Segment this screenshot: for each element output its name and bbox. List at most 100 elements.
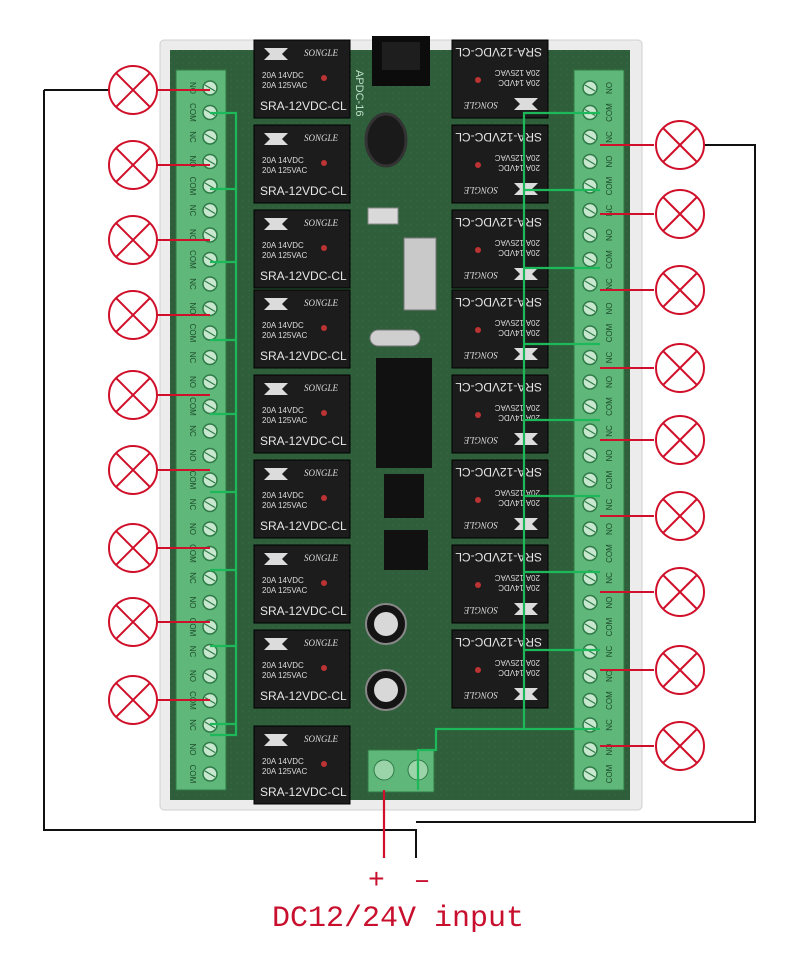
relay-brand: SONGLE <box>463 100 498 110</box>
terminal-label: COM <box>605 691 614 710</box>
relay-brand: SONGLE <box>304 133 339 143</box>
terminal-label: NO <box>605 303 614 315</box>
terminal-label: COM <box>605 103 614 122</box>
svg-text:20A 14VDC: 20A 14VDC <box>498 498 540 507</box>
terminal-label: NC <box>605 278 614 290</box>
svg-text:20A 125VAC: 20A 125VAC <box>495 488 540 497</box>
svg-text:20A 125VAC: 20A 125VAC <box>495 658 540 667</box>
terminal-label: COM <box>188 471 197 490</box>
relay-brand: SONGLE <box>304 553 339 563</box>
board-model-label: APDC-16 <box>353 70 365 116</box>
terminal-label: NO <box>605 744 614 756</box>
relay-model: SRA-12VDC-CL <box>455 45 542 59</box>
terminal-label: NO <box>605 597 614 609</box>
load-right <box>655 120 705 170</box>
terminal-label: COM <box>188 324 197 343</box>
svg-text:20A 14VDC: 20A 14VDC <box>262 241 304 250</box>
relay-model: SRA-12VDC-CL <box>260 689 347 703</box>
load-left <box>108 675 158 725</box>
terminal-label: NC <box>188 278 197 290</box>
svg-text:20A 125VAC: 20A 125VAC <box>262 767 307 776</box>
learn-button <box>367 207 399 225</box>
terminal-label: NO <box>188 229 197 241</box>
relay-model: SRA-12VDC-CL <box>455 215 542 229</box>
svg-text:20A 14VDC: 20A 14VDC <box>262 491 304 500</box>
terminal-label: NC <box>605 646 614 658</box>
svg-text:20A 125VAC: 20A 125VAC <box>262 671 307 680</box>
left-terminal-block: NOCOMNCNOCOMNCNOCOMNCNOCOMNCNOCOMNCNOCOM… <box>175 69 227 791</box>
svg-text:20A 125VAC: 20A 125VAC <box>262 331 307 340</box>
svg-text:20A 14VDC: 20A 14VDC <box>498 248 540 257</box>
terminal-label: NC <box>188 131 197 143</box>
relay-model: SRA-12VDC-CL <box>260 604 347 618</box>
load-right <box>655 343 705 393</box>
terminal-label: NO <box>605 82 614 94</box>
terminal-label: NC <box>188 719 197 731</box>
relay-brand: SONGLE <box>304 48 339 58</box>
terminal-label: NO <box>605 670 614 682</box>
relay-model: SRA-12VDC-CL <box>455 465 542 479</box>
antenna-coil <box>364 112 408 168</box>
polarity-label: + – <box>368 866 437 897</box>
terminal-label: COM <box>605 470 614 489</box>
relay-brand: SONGLE <box>304 298 339 308</box>
terminal-label: NC <box>605 425 614 437</box>
svg-text:20A 125VAC: 20A 125VAC <box>495 573 540 582</box>
terminal-label: NO <box>188 597 197 609</box>
load-right <box>655 189 705 239</box>
wiring <box>43 89 756 858</box>
svg-text:20A 14VDC: 20A 14VDC <box>262 156 304 165</box>
terminal-label: NC <box>188 425 197 437</box>
load-symbols <box>108 65 705 771</box>
svg-text:20A 14VDC: 20A 14VDC <box>498 328 540 337</box>
terminal-label: NC <box>188 572 197 584</box>
relay-brand: SONGLE <box>304 218 339 228</box>
terminal-label: NO <box>605 156 614 168</box>
load-right <box>655 415 705 465</box>
relay-model: SRA-12VDC-CL <box>455 635 542 649</box>
load-left <box>108 370 158 420</box>
load-left <box>108 65 158 115</box>
load-right <box>655 721 705 771</box>
terminal-label: COM <box>188 250 197 269</box>
svg-text:20A 125VAC: 20A 125VAC <box>262 501 307 510</box>
relay-brand: SONGLE <box>463 605 498 615</box>
load-left <box>108 445 158 495</box>
terminal-label: COM <box>188 397 197 416</box>
terminal-label: COM <box>605 764 614 783</box>
relay-model: SRA-12VDC-CL <box>455 130 542 144</box>
terminal-label: NO <box>188 82 197 94</box>
power-input-label: DC12/24V input <box>272 902 525 936</box>
terminal-label: NC <box>605 131 614 143</box>
terminal-label: NC <box>188 499 197 511</box>
terminal-label: NC <box>605 719 614 731</box>
svg-text:20A 14VDC: 20A 14VDC <box>498 413 540 422</box>
relay-model: SRA-12VDC-CL <box>455 295 542 309</box>
relay-model: SRA-12VDC-CL <box>260 184 347 198</box>
svg-text:20A 14VDC: 20A 14VDC <box>262 757 304 766</box>
svg-text:20A 125VAC: 20A 125VAC <box>495 238 540 247</box>
svg-text:20A 125VAC: 20A 125VAC <box>262 251 307 260</box>
terminal-label: NC <box>605 572 614 584</box>
svg-text:20A 125VAC: 20A 125VAC <box>262 166 307 175</box>
svg-text:20A 125VAC: 20A 125VAC <box>495 318 540 327</box>
relay-brand: SONGLE <box>304 468 339 478</box>
terminal-label: NO <box>188 670 197 682</box>
svg-text:20A 14VDC: 20A 14VDC <box>262 71 304 80</box>
load-right <box>655 567 705 617</box>
relay-brand: SONGLE <box>463 350 498 360</box>
